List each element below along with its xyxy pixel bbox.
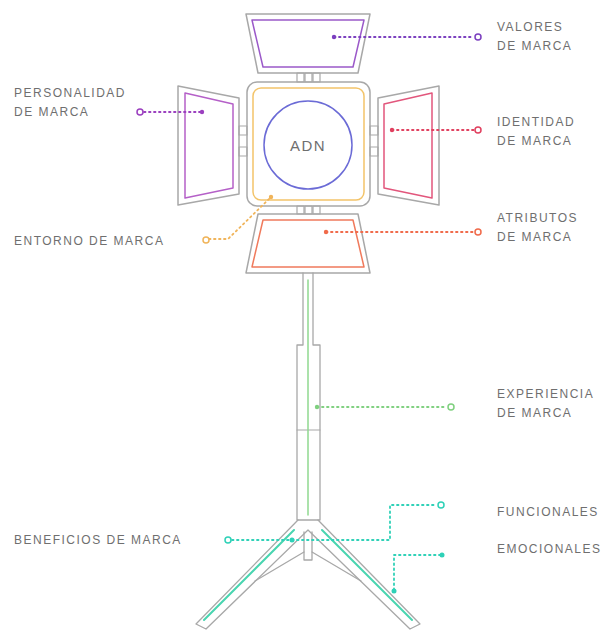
brand-benefits-label: BENEFICIOS DE MARCA [14,531,182,550]
brand-experience-label: EXPERIENCIA DE MARCA [497,385,598,423]
dna-circle: ADN [263,100,353,190]
brand-values-label: VALORES DE MARCA [497,18,577,56]
functional-label: FUNCIONALES [497,503,599,522]
node-text: ADN [290,137,326,154]
emotional-label: EMOCIONALES [497,540,602,559]
brand-attributes-label: ATRIBUTOS DE MARCA [497,209,583,247]
brand-environment-label: ENTORNO DE MARCA [14,232,164,251]
brand-identity-label: IDENTIDAD DE MARCA [497,113,580,151]
brand-personality-label: PERSONALIDAD DE MARCA [14,84,131,122]
